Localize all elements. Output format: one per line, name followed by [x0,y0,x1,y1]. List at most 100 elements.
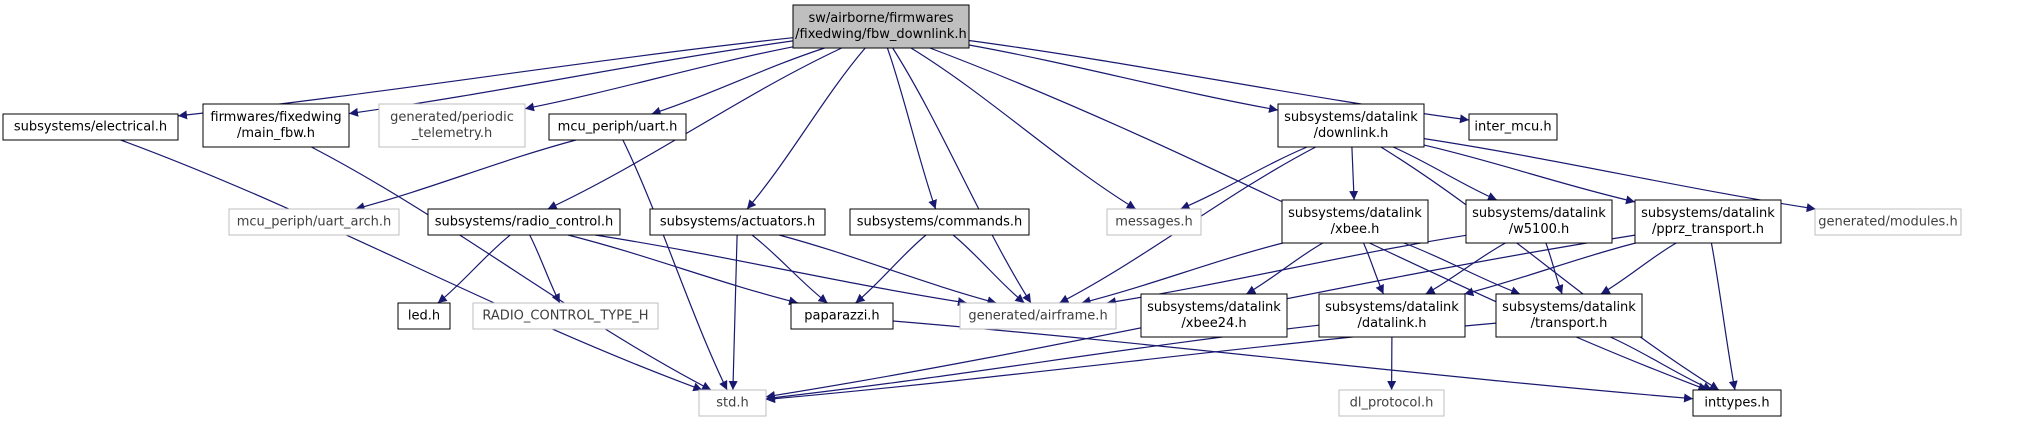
node-box [397,302,451,330]
node-label: messages.h [1115,215,1193,230]
edge-xbee-to-airframe [1081,242,1284,306]
node-dl_downlink[interactable]: subsystems/datalink/downlink.h [1277,103,1425,148]
node-box [1318,293,1466,338]
edge-actuators-to-std [728,234,738,391]
node-inter_mcu[interactable]: inter_mcu.h [1468,113,1558,141]
edge-xbee-to-dl_datalink [1362,242,1385,295]
edge-paparazzi-to-inttypes [892,320,1694,403]
node-label: /xbee24.h [1181,316,1246,331]
edge-pprz_transport-to-inttypes [1710,242,1738,391]
node-box [1495,293,1643,338]
node-label: std.h [716,396,749,411]
node-label: inter_mcu.h [1474,120,1551,135]
node-label: generated/periodic [390,110,514,125]
node-uart_arch[interactable]: mcu_periph/uart_arch.h [228,208,400,236]
edge-uart-to-uart_arch [355,139,577,212]
edge-fbw_downlink-to-periodic_telemetry [524,46,794,112]
edge-fbw_downlink-to-main_fbw [348,40,794,117]
node-label: firmwares/fixedwing [210,110,341,125]
node-box [1140,293,1288,338]
node-main_fbw[interactable]: firmwares/fixedwing/main_fbw.h [202,103,350,148]
node-dl_protocol[interactable]: dl_protocol.h [1338,389,1445,417]
node-led[interactable]: led.h [397,302,451,330]
node-box [792,4,970,49]
node-box [1338,389,1445,417]
node-label: generated/modules.h [1818,215,1957,230]
edge-commands-to-airframe [952,234,1025,304]
edge-fbw_downlink-to-airframe [892,47,1032,304]
edge-w5100-to-dl_transport [1545,242,1564,295]
edge-xbee-to-xbee24 [1246,242,1324,295]
node-xbee24[interactable]: subsystems/datalink/xbee24.h [1140,293,1288,338]
node-box [2,113,179,141]
edge-uart-to-std [622,139,728,391]
node-dl_transport[interactable]: subsystems/datalink/transport.h [1495,293,1643,338]
node-inttypes[interactable]: inttypes.h [1692,389,1782,417]
node-label: subsystems/datalink [1284,110,1418,125]
edge-fbw_downlink-to-uart [651,47,825,116]
node-label: /pprz_transport.h [1652,222,1764,237]
node-box [378,103,526,148]
node-box [472,302,659,330]
node-label: RADIO_CONTROL_TYPE_H [482,309,648,324]
node-w5100[interactable]: subsystems/datalink/w5100.h [1465,199,1613,244]
node-label: led.h [408,309,440,324]
node-fbw_downlink[interactable]: sw/airborne/firmwares/fixedwing/fbw_down… [792,4,970,49]
edge-dl_downlink-to-w5100 [1392,146,1498,201]
edge-fbw_downlink-to-radio_control [547,47,842,210]
edge-actuators-to-paparazzi [751,234,828,304]
edge-xbee-to-dl_transport [1403,242,1521,296]
node-label: sw/airborne/firmwares [808,11,953,26]
edge-radio_control-to-airframe [595,234,967,307]
node-label: subsystems/datalink [1502,300,1636,315]
node-box [1468,113,1558,141]
node-box [649,208,826,236]
edge-w5100-to-dl_datalink [1425,242,1506,295]
node-periodic_telemetry[interactable]: generated/periodic_telemetry.h [378,103,526,148]
node-messages[interactable]: messages.h [1106,208,1202,236]
edge-fbw_downlink-to-messages [910,47,1137,210]
node-box [427,208,621,236]
node-label: dl_protocol.h [1350,396,1434,411]
node-label: /transport.h [1531,316,1608,331]
edge-fbw_downlink-to-actuators [746,47,866,210]
node-gen_modules[interactable]: generated/modules.h [1814,208,1962,236]
node-label: /xbee.h [1331,222,1380,237]
node-radio_control[interactable]: subsystems/radio_control.h [427,208,621,236]
node-label: subsystems/datalink [1472,206,1606,221]
node-label: mcu_periph/uart_arch.h [237,215,392,230]
node-pprz_transport[interactable]: subsystems/datalink/pprz_transport.h [1634,199,1782,244]
edge-dl_downlink-to-messages [1180,146,1308,210]
node-box [1465,199,1613,244]
node-box [1814,208,1962,236]
node-electrical[interactable]: subsystems/electrical.h [2,113,179,141]
nodes-layer: sw/airborne/firmwares/fixedwing/fbw_down… [2,4,1962,417]
edge-dl_downlink-to-pprz_transport [1423,144,1636,205]
edge-commands-to-paparazzi [855,234,927,304]
node-label: paparazzi.h [804,309,879,324]
node-actuators[interactable]: subsystems/actuators.h [649,208,826,236]
node-commands[interactable]: subsystems/commands.h [849,208,1030,236]
node-uart[interactable]: mcu_periph/uart.h [548,113,687,141]
edge-fbw_downlink-to-dl_downlink [968,44,1279,113]
node-label: inttypes.h [1704,396,1769,411]
node-label: _telemetry.h [411,126,493,141]
edge-dl_transport-to-inttypes [1610,336,1713,391]
node-label: subsystems/datalink [1641,206,1775,221]
node-paparazzi[interactable]: paparazzi.h [790,302,894,330]
node-label: /downlink.h [1314,126,1389,141]
node-dl_datalink[interactable]: subsystems/datalink/datalink.h [1318,293,1466,338]
node-box [202,103,350,148]
node-airframe[interactable]: generated/airframe.h [959,302,1117,330]
edge-electrical-to-std [120,139,703,392]
node-std[interactable]: std.h [698,389,767,417]
node-label: subsystems/datalink [1288,206,1422,221]
node-label: subsystems/actuators.h [660,215,815,230]
node-label: mcu_periph/uart.h [558,120,678,135]
node-box [1281,199,1429,244]
edge-w5100-to-airframe [1106,234,1467,307]
node-radio_control_type[interactable]: RADIO_CONTROL_TYPE_H [472,302,659,330]
node-xbee[interactable]: subsystems/datalink/xbee.h [1281,199,1429,244]
edge-pprz_transport-to-dl_transport [1600,242,1677,295]
